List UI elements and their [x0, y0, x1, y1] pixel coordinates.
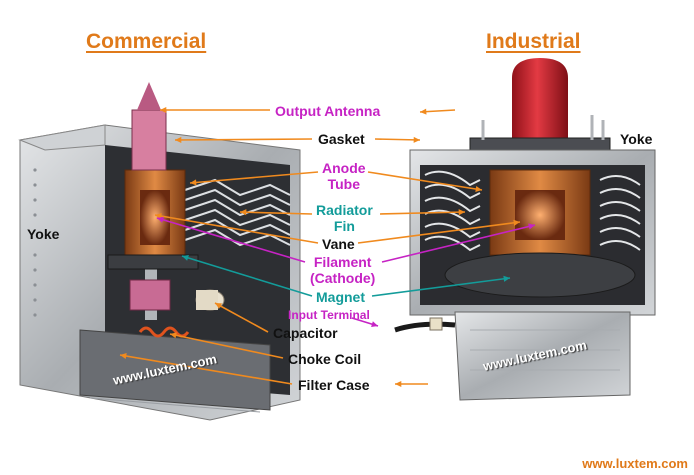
- arrow-input-terminal-head: [371, 321, 378, 328]
- arrow-radiator-left-head: [240, 209, 247, 216]
- arrow-gasket-right: [374, 138, 421, 141]
- label-output-antenna: Output Antenna: [275, 103, 381, 119]
- label-gasket: Gasket: [318, 131, 365, 147]
- arrow-vane-right-head: [513, 219, 520, 226]
- commercial-magnetron-illustration: [18, 82, 301, 421]
- label-magnet: Magnet: [316, 289, 365, 305]
- arrow-gasket-right-head: [413, 136, 420, 143]
- arrow-radiator-right-head: [458, 209, 465, 216]
- footer-website[interactable]: www.luxtem.com: [582, 456, 688, 471]
- arrow-capacitor-head: [215, 303, 222, 309]
- label-input-terminal: Input Terminal: [288, 308, 370, 322]
- arrow-anode-right: [367, 171, 483, 191]
- arrow-gasket-left-head: [175, 136, 182, 143]
- arrow-filter-case-right-head: [395, 380, 402, 388]
- arrow-magnet-left: [181, 255, 313, 297]
- label-anode-line1: Anode: [322, 160, 366, 176]
- arrow-filament-right-head: [528, 223, 535, 230]
- label-filament-cathode: Filament (Cathode): [310, 254, 375, 286]
- arrow-vane-left: [154, 214, 319, 244]
- label-radiator-fin: Radiator Fin: [316, 202, 373, 234]
- arrow-choke-coil: [169, 333, 284, 359]
- arrow-vane-right: [357, 221, 521, 244]
- label-anode-tube: Anode Tube: [322, 160, 366, 192]
- arrow-filter-case-left-head: [120, 353, 127, 360]
- arrow-output-antenna-right-head: [420, 108, 427, 115]
- label-radiator-line2: Fin: [333, 218, 355, 234]
- arrow-magnet-right: [371, 277, 511, 297]
- label-vane: Vane: [322, 236, 355, 252]
- arrow-radiator-right: [379, 211, 466, 215]
- leader-arrows: [119, 106, 536, 388]
- arrow-choke-coil-head: [170, 332, 177, 339]
- commercial-heading: Commercial: [86, 30, 207, 53]
- label-choke-coil: Choke Coil: [288, 351, 362, 367]
- arrow-anode-right-head: [475, 186, 482, 193]
- label-filter-case: Filter Case: [298, 377, 370, 393]
- label-filament-line1: Filament: [313, 254, 372, 270]
- industrial-magnetron-illustration: [394, 58, 656, 401]
- label-anode-line2: Tube: [327, 176, 360, 192]
- arrow-filament-left: [156, 217, 306, 263]
- label-capacitor: Capacitor: [273, 325, 338, 341]
- arrow-gasket-left: [174, 138, 313, 141]
- arrow-filament-right: [381, 224, 536, 263]
- arrow-magnet-left-head: [182, 254, 189, 261]
- arrow-magnet-right-head: [503, 275, 510, 282]
- label-yoke-right: Yoke: [620, 131, 653, 147]
- label-filament-line2: (Cathode): [310, 270, 376, 286]
- arrow-anode-left-head: [190, 179, 197, 186]
- arrow-capacitor: [214, 302, 269, 333]
- label-radiator-line1: Radiator: [316, 202, 373, 218]
- arrow-filament-left-head: [157, 216, 164, 223]
- arrow-output-antenna-left-head: [160, 106, 167, 114]
- label-yoke-left: Yoke: [27, 226, 60, 242]
- arrow-filter-case-left: [119, 354, 293, 385]
- arrow-radiator-left: [239, 211, 313, 215]
- arrow-anode-left: [189, 171, 319, 184]
- industrial-heading: Industrial: [486, 30, 581, 53]
